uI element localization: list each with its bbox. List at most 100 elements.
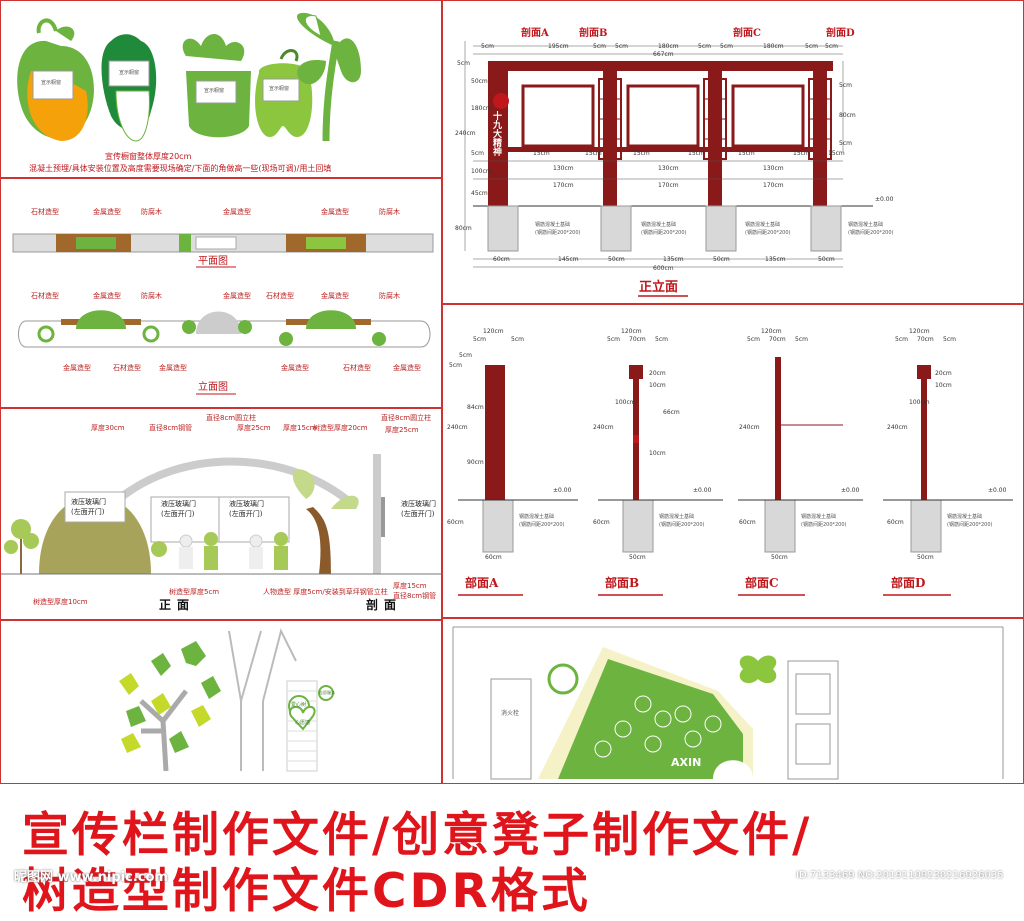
base-dim-5: 50cm (713, 256, 730, 263)
tree-wall-label-1: 爱心树 (291, 702, 307, 708)
front-label-4: 厚度25cm (237, 424, 271, 432)
left-dim-3: 180cm (471, 105, 492, 112)
section-bottom-1: 厚度15cm (393, 582, 427, 590)
sec-d-footing: 钢筋混凝土基础 (947, 514, 983, 520)
front-label-3: 直径8cm圆立柱 (206, 414, 257, 422)
section-d-title: 部面D (891, 576, 926, 590)
sec-d-dim-2: 10cm (935, 382, 952, 389)
plan-label-6: 防腐木 (379, 208, 400, 216)
top-dim-1: 5cm (481, 43, 494, 50)
base-dim-3: 50cm (608, 256, 625, 263)
sec-d-dim-1: 20cm (935, 370, 952, 377)
sec-b-ground: ±0.00 (693, 487, 712, 494)
elevation-title: 立面图 (198, 382, 228, 393)
sec-b-top-4: 5cm (655, 336, 668, 343)
base-dim-2: 145cm (558, 256, 579, 263)
inner-dim-8: 15cm (793, 150, 810, 157)
elev-bottom-1: 金属造型 (63, 364, 91, 372)
plan-label-3: 防腐木 (141, 208, 162, 216)
sec-c-footing-sub: (钢筋间距200*200) (801, 522, 847, 528)
panel-wall-mural: 消火栓 AXIN (442, 618, 1024, 784)
sec-b-top-1: 120cm (621, 328, 642, 335)
left-dim-7: 45cm (471, 190, 488, 197)
sec-a-top-3: 5cm (511, 336, 524, 343)
section-tag-d: 剖面D (826, 28, 855, 39)
sec-d-dim-3: 100cm (909, 399, 930, 406)
bottom-dim-3: 170cm (763, 182, 784, 189)
section-tag-c: 剖面C (733, 28, 761, 39)
top-dim-3: 5cm (593, 43, 606, 50)
sec-a-dim-6: 60cm (485, 554, 502, 561)
inner-dim-10: 15cm (828, 150, 845, 157)
elev-bottom-6: 金属造型 (393, 364, 421, 372)
side-dim-1: 5cm (839, 82, 852, 89)
sec-c-top-2: 5cm (747, 336, 760, 343)
top-dim-7: 5cm (720, 43, 733, 50)
sec-c-top-4: 5cm (795, 336, 808, 343)
install-note: 混凝土预埋/具体安装位置及高度需要现场确定/下面的角做高一些(现场可调)/用土回… (29, 164, 332, 173)
bench-drawings (12, 233, 434, 395)
tree-wall-drawing (119, 628, 334, 772)
front-label-2: 直径8cm钢管 (149, 424, 193, 432)
left-dim-5: 5cm (471, 150, 484, 157)
sec-b-footing: 钢筋混凝土基础 (659, 514, 695, 520)
front-label-1: 厚度30cm (91, 424, 125, 432)
footing-sub-3: (钢筋间距200*200) (745, 230, 791, 236)
sec-b-top-3: 70cm (629, 336, 646, 343)
front-label-5: 厚度15cm (283, 424, 317, 432)
section-label-1: 直径8cm圆立柱 (381, 414, 432, 422)
bottom-dim-1: 170cm (553, 182, 574, 189)
footing-note-2: 钢筋混凝土基础 (641, 222, 677, 228)
sec-b-dim-8: 50cm (629, 554, 646, 561)
panel-front-elevation: 剖面A 剖面B 剖面C 剖面D 5cm 195cm 5cm 5cm 180cm … (442, 0, 1024, 304)
left-dim-2: 50cm (471, 78, 488, 85)
thickness-note: 宣传橱窗整体厚度20cm (105, 152, 192, 161)
inner-dim-4: 15cm (633, 150, 650, 157)
top-dim-4: 5cm (615, 43, 628, 50)
ground-level-mark: ±0.00 (875, 196, 894, 203)
panel-noticeboard-front: 厚度30cm 直径8cm钢管 直径8cm圆立柱 厚度25cm 厚度15cm 树造… (0, 408, 442, 620)
title-banner: 宣传栏制作文件/创意凳子制作文件/ 树造型制作文件CDR格式 昵图网 www.n… (0, 790, 1024, 919)
front-bottom-3: 人物造型 厚度5cm/安装到草坪钢管立柱 (263, 588, 388, 596)
elev-label-5: 石材造型 (266, 292, 294, 300)
front-label-6: 树造型厚度20cm (313, 424, 368, 432)
sec-b-dim-4: 66cm (663, 409, 680, 416)
pepper-sign-tag: 宣示橱窗 (269, 86, 290, 92)
section-title: 剖面 (366, 598, 403, 612)
sec-c-dim-1: 240cm (739, 424, 760, 431)
plan-label-2: 金属造型 (93, 208, 121, 216)
sec-b-footing-sub: (钢筋间距200*200) (659, 522, 705, 528)
sec-a-top-4: 5cm (459, 352, 472, 359)
sec-c-dim-2: 60cm (739, 519, 756, 526)
sec-d-top-1: 120cm (909, 328, 930, 335)
footing-sub-1: (钢筋间距200*200) (535, 230, 581, 236)
base-dim-7: 50cm (818, 256, 835, 263)
board-1-sub: (左面开门) (71, 508, 105, 516)
apple-sign-tag: 宣示橱窗 (41, 80, 62, 86)
left-dim-4: 240cm (455, 130, 476, 137)
front-elevation-title: 正立面 (639, 280, 679, 295)
sec-b-dim-1: 20cm (649, 370, 666, 377)
elev-bottom-3: 金属造型 (159, 364, 187, 372)
section-tag-a: 剖面A (521, 28, 549, 39)
panel-fruit-signs: 宣示橱窗 宣示橱窗 宣示橱窗 宣示橱窗 宣传橱窗整体厚度20cm 混凝土预埋/具… (0, 0, 442, 178)
inner-dim-5: 15cm (688, 150, 705, 157)
section-label-2: 厚度25cm (385, 426, 419, 434)
sec-b-dim-2: 10cm (649, 382, 666, 389)
inner-dim-6: 130cm (658, 165, 679, 172)
sec-d-top-3: 70cm (917, 336, 934, 343)
tree-wall-label-3: 志愿服务 (319, 690, 335, 695)
sec-b-dim-3: 100cm (615, 399, 636, 406)
sec-b-dim-7: 60cm (593, 519, 610, 526)
panel-bench-plan: 石材造型 金属造型 防腐木 金属造型 金属造型 防腐木 平面图 石材造型 金属造… (0, 178, 442, 408)
section-b-title: 部面B (605, 576, 640, 590)
sec-a-top-1: 120cm (483, 328, 504, 335)
left-dim-8: 80cm (455, 225, 472, 232)
elev-bottom-2: 石材造型 (113, 364, 141, 372)
board-3-title: 液压玻璃门 (229, 500, 264, 508)
watermark-right: ID:7133469 NO:20191109230216926035 (796, 870, 1004, 881)
plan-title: 平面图 (198, 256, 228, 267)
board-4-sub: (左面开门) (401, 510, 435, 518)
base-total-dim: 600cm (653, 265, 674, 272)
sec-a-footing: 钢筋混凝土基础 (519, 514, 555, 520)
